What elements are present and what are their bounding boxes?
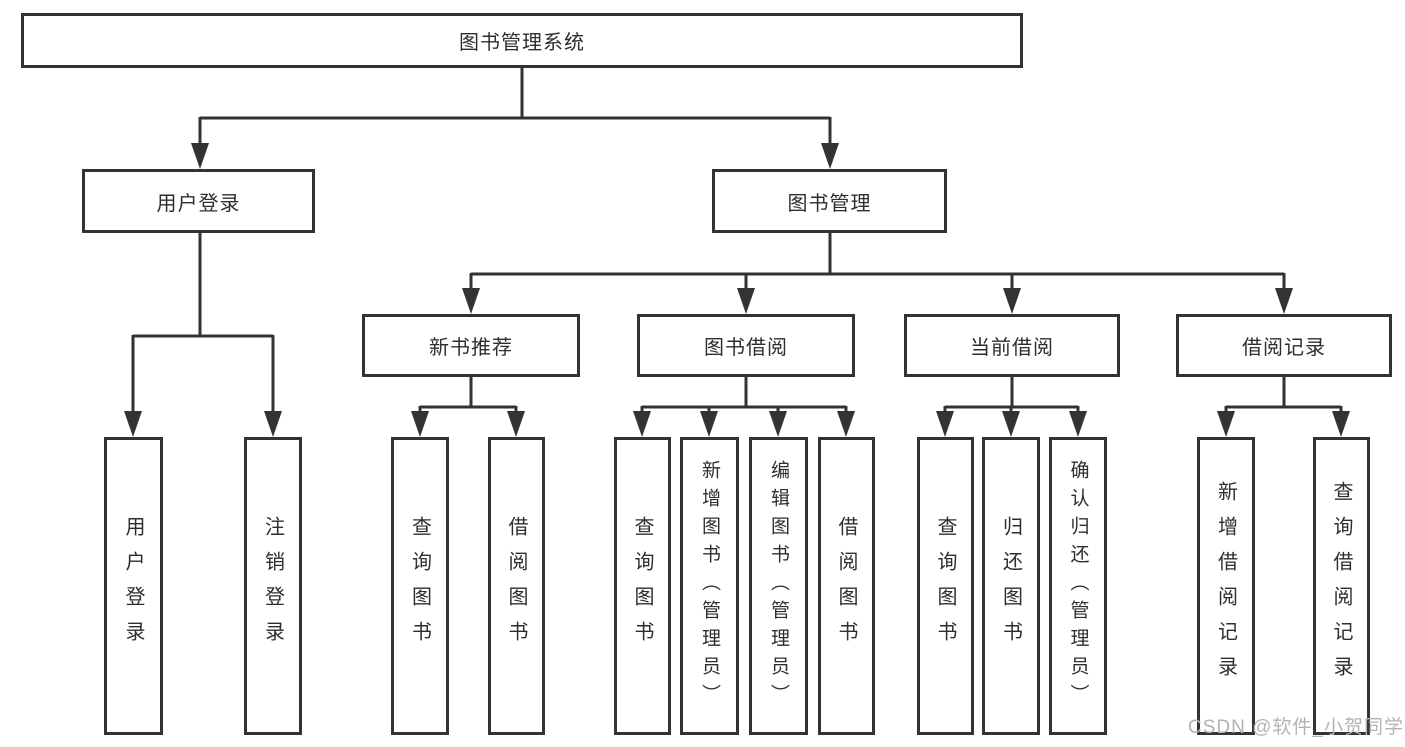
- node-user-login: 用户登录: [82, 169, 315, 233]
- leaf-label: 查询图书: [408, 516, 431, 656]
- leaf-query-books: 查询图书: [917, 437, 974, 735]
- connector-current-bus: [943, 377, 1080, 412]
- leaf-label: 注销登录: [261, 516, 284, 656]
- leaf-return-books: 归还图书: [982, 437, 1040, 735]
- leaf-label: 归还图书: [999, 516, 1022, 656]
- arrowhead: [1275, 288, 1293, 314]
- arrowhead: [1217, 411, 1235, 437]
- leaf-label: 查询图书: [934, 516, 956, 656]
- leaf-label: 编辑图书（管理员）: [768, 460, 789, 712]
- arrowhead: [264, 411, 282, 437]
- leaf-borrow-books: 借阅图书: [818, 437, 875, 735]
- arrowhead: [700, 411, 718, 437]
- connector-newbook-bus: [418, 377, 518, 412]
- arrowhead: [191, 143, 209, 169]
- leaf-label: 用户登录: [122, 516, 144, 656]
- connector-bookmgmt-bus: [471, 233, 1284, 276]
- leaf-confirm-return-admin: 确认归还（管理员）: [1049, 437, 1107, 735]
- leaf-edit-book-admin: 编辑图书（管理员）: [749, 437, 808, 735]
- csdn-watermark: CSDN @软件_小贺同学: [1188, 717, 1404, 738]
- arrowhead: [124, 411, 142, 437]
- connector-root-bus: [200, 67, 830, 120]
- node-borrowing-records: 借阅记录: [1176, 314, 1392, 377]
- leaf-add-borrow-record: 新增借阅记录: [1197, 437, 1255, 735]
- leaf-label: 借阅图书: [835, 516, 857, 656]
- arrowhead: [1069, 411, 1087, 437]
- leaf-label: 查询借阅记录: [1330, 481, 1352, 691]
- node-new-book-recommend: 新书推荐: [362, 314, 580, 377]
- arrowhead: [1002, 411, 1020, 437]
- leaf-label: 查询图书: [631, 516, 653, 656]
- leaf-query-books: 查询图书: [614, 437, 671, 735]
- arrowhead: [1003, 288, 1021, 314]
- node-book-borrowing: 图书借阅: [637, 314, 855, 377]
- leaf-label: 借阅图书: [505, 516, 527, 656]
- node-current-borrowing: 当前借阅: [904, 314, 1120, 377]
- leaf-query-books: 查询图书: [391, 437, 449, 735]
- node-book-management: 图书管理: [712, 169, 947, 233]
- leaf-label: 新增借阅记录: [1214, 481, 1237, 691]
- connector-borrow-bus: [640, 377, 848, 412]
- arrowhead: [411, 411, 429, 437]
- arrowhead: [633, 411, 651, 437]
- arrowhead: [936, 411, 954, 437]
- leaf-borrow-books: 借阅图书: [488, 437, 545, 735]
- leaf-logout: 注销登录: [244, 437, 302, 735]
- arrowhead: [1332, 411, 1350, 437]
- leaf-add-book-admin: 新增图书（管理员）: [680, 437, 739, 735]
- leaf-label: 新增图书（管理员）: [699, 460, 720, 712]
- connector-records-bus: [1224, 377, 1343, 412]
- leaf-label: 确认归还（管理员）: [1067, 460, 1089, 712]
- connector-userlogin-bus: [133, 233, 273, 338]
- leaf-query-borrow-record: 查询借阅记录: [1313, 437, 1370, 735]
- arrowhead: [462, 288, 480, 314]
- arrowhead: [737, 288, 755, 314]
- node-root-system: 图书管理系统: [21, 13, 1023, 68]
- arrowhead: [507, 411, 525, 437]
- leaf-user-login: 用户登录: [104, 437, 163, 735]
- arrowhead: [837, 411, 855, 437]
- arrowhead: [821, 143, 839, 169]
- arrowhead: [769, 411, 787, 437]
